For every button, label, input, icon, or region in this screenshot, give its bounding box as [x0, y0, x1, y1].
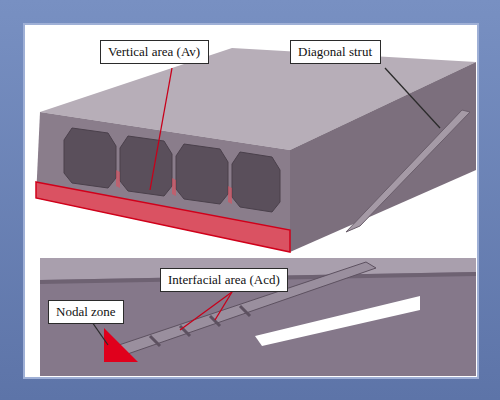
callout-label: Diagonal strut [298, 44, 373, 60]
web-face [40, 258, 476, 376]
callout-box: Vertical area (Av) [100, 40, 209, 64]
callout-label: Nodal zone [56, 304, 116, 320]
web-area [116, 170, 232, 204]
white-panel [24, 24, 478, 378]
slab-side [290, 62, 476, 252]
strut-band [104, 262, 376, 358]
hollow-core-slab [36, 48, 476, 252]
slab-end [36, 112, 290, 252]
leader-line [150, 68, 172, 190]
callout-label: Interfacial area (Acd) [168, 272, 280, 288]
nodal-zone [104, 328, 138, 362]
leader-line [215, 292, 232, 320]
callout-box: Diagonal strut [290, 40, 381, 64]
leader-lines [92, 68, 440, 345]
interfacial-bands [150, 306, 250, 346]
callout-box: Interfacial area (Acd) [160, 268, 288, 292]
leader-line [180, 292, 232, 330]
leader-line [385, 68, 440, 128]
callout-box: Nodal zone [48, 300, 124, 324]
hollow-cores [64, 128, 280, 212]
callout-label: Vertical area (Av) [108, 44, 201, 60]
slot [255, 296, 420, 346]
diagonal-strut [346, 110, 470, 232]
web-closeup [40, 258, 476, 376]
leader-line [92, 322, 108, 345]
